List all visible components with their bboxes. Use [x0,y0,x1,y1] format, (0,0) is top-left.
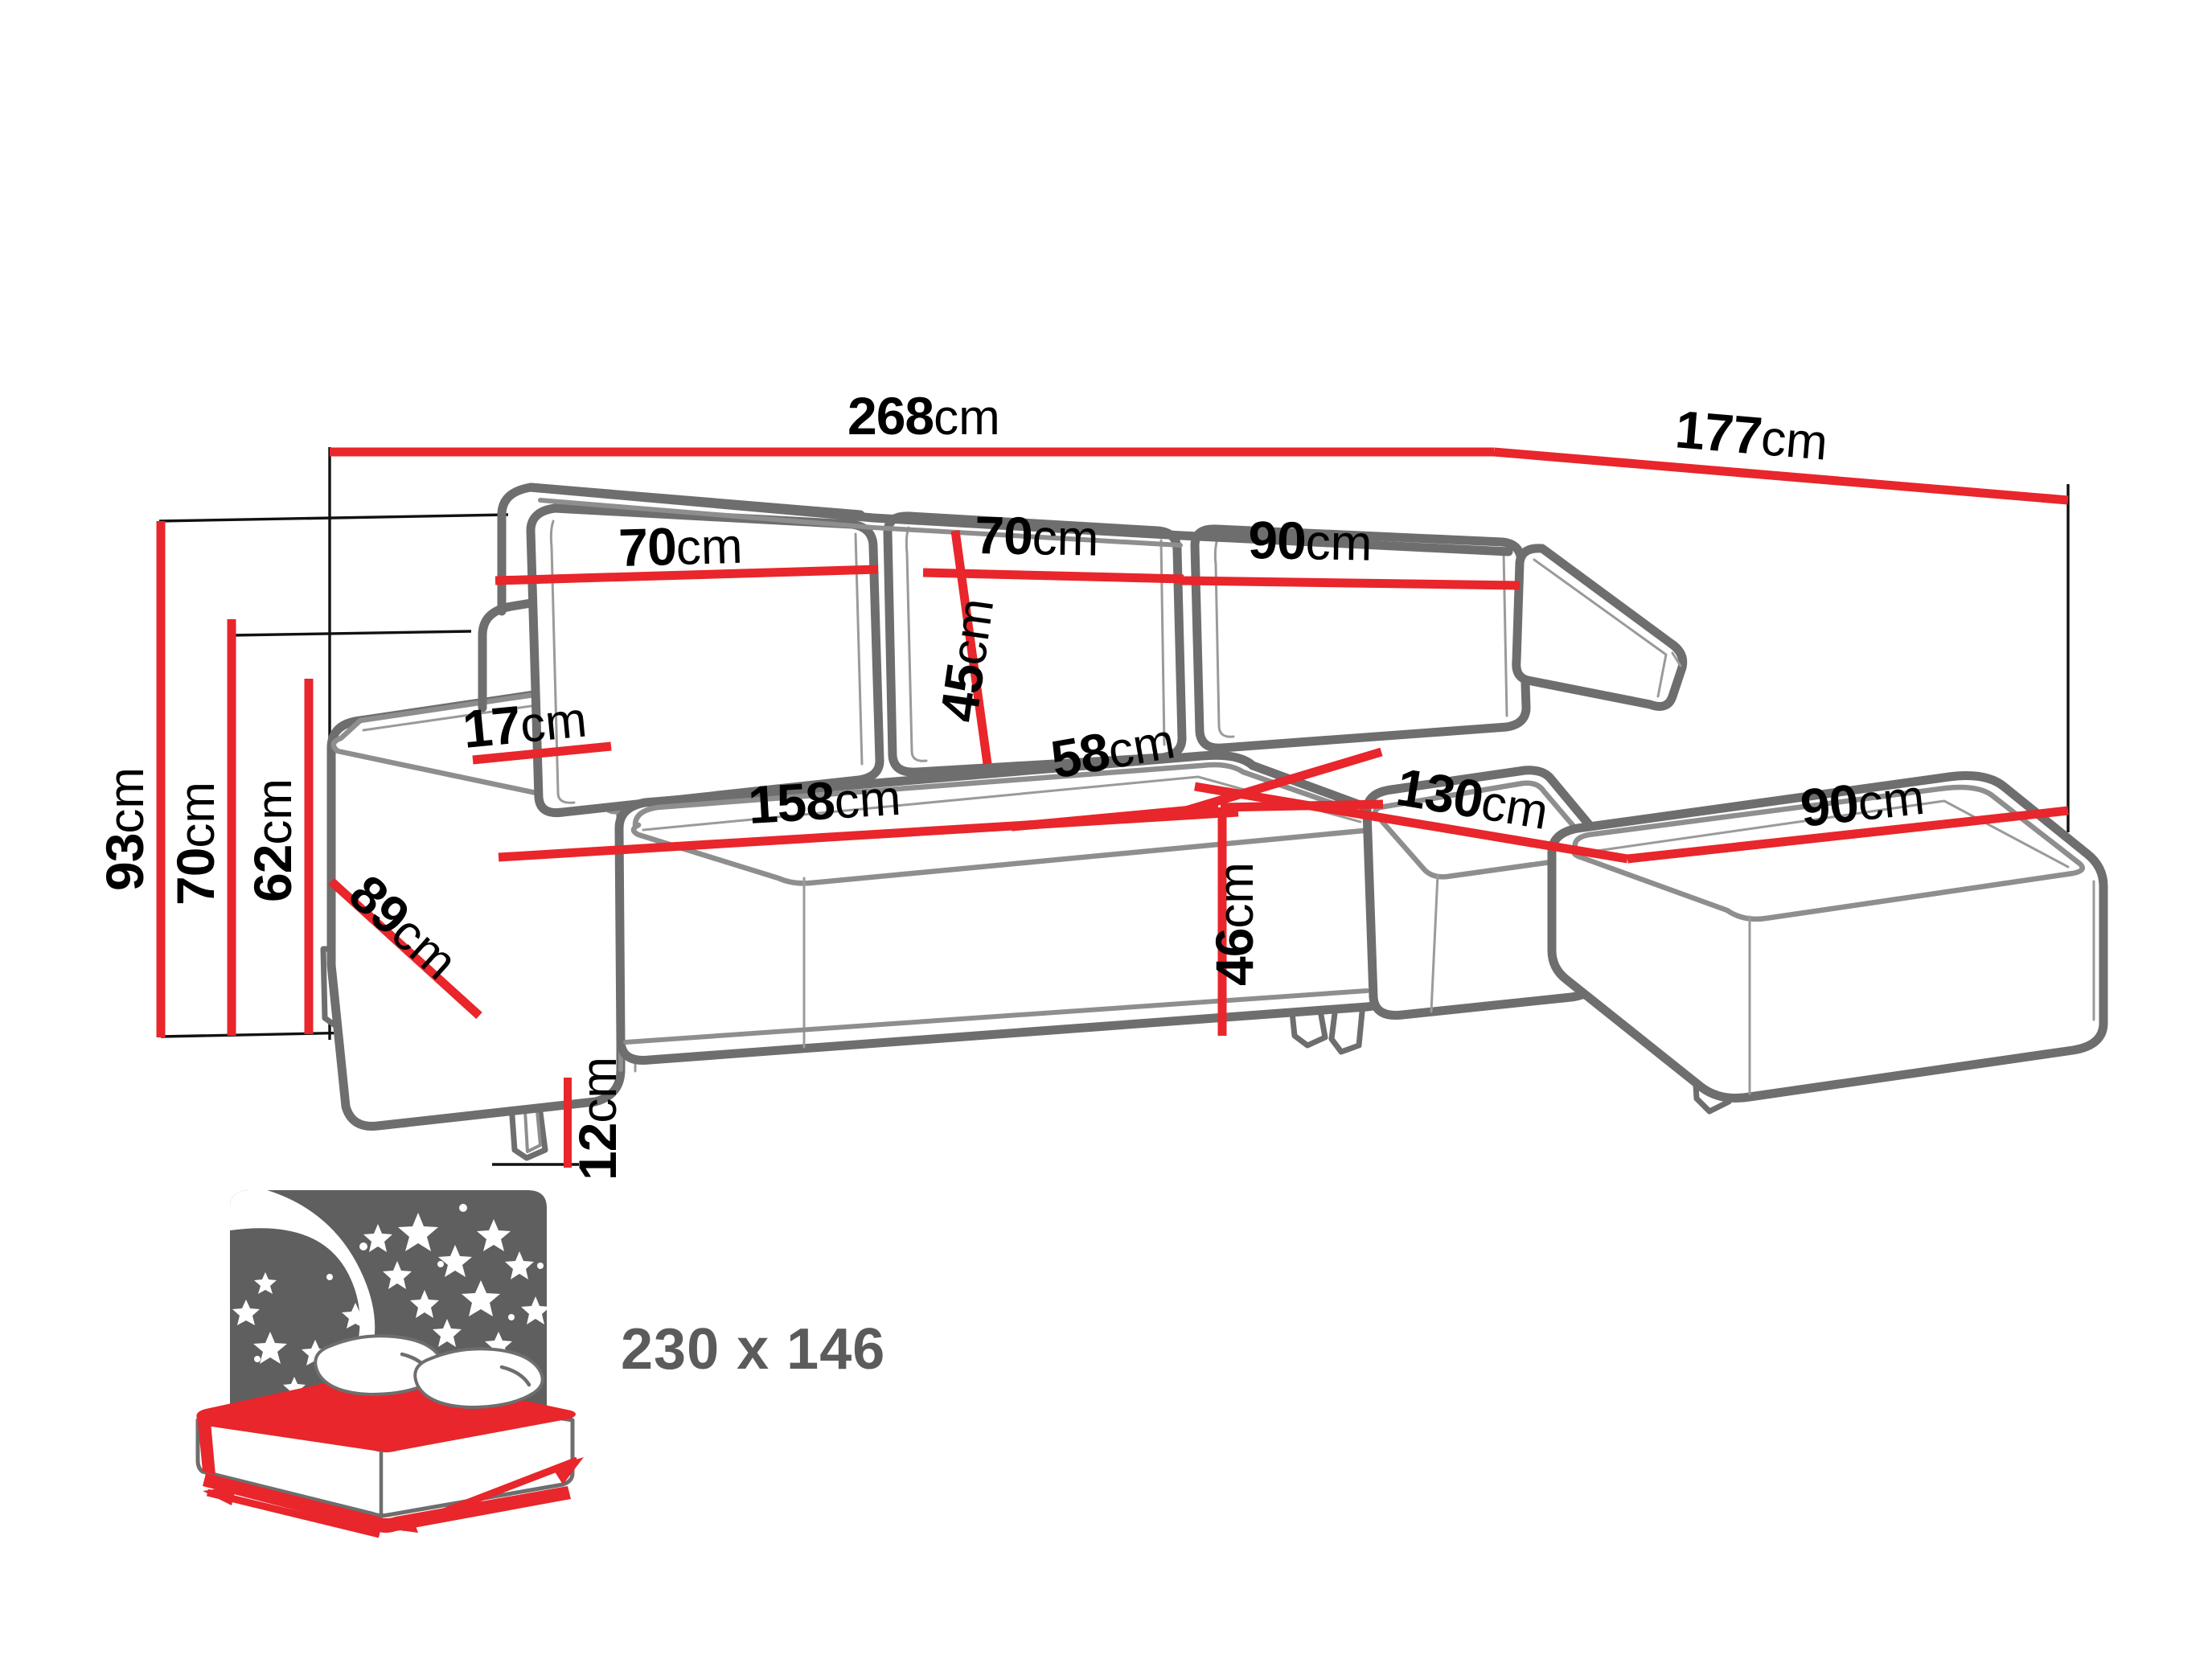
label-158cm: 158cm [746,766,902,835]
dim-line-130 [1194,782,1628,864]
dim-line-89 [328,877,482,1020]
dim-line-90-chaise [1627,806,2069,864]
pillow-right-fold [499,1365,531,1387]
dim-line-90-back [1180,576,1520,590]
label-12cm: 12cm [568,1057,627,1181]
mattress-arrowhead-left [203,1486,236,1505]
label-130cm: 130cm [1393,757,1553,840]
backrest-cushion-3-seam [1213,537,1235,738]
chaise-top-crease [1584,799,2070,869]
pillow-right [413,1347,544,1409]
chaise-back-rest-seam2 [1671,651,1682,667]
sleeping-area-icon: 230 x 146 [195,1190,885,1538]
dimension-lines [156,447,2069,1168]
label-70cm-height: 70cm [166,782,225,905]
sleeping-area-label: 230 x 146 [621,1317,885,1382]
label-177cm: 177cm [1673,399,1830,471]
dim-line-58-lower [1011,803,1219,832]
label-62cm: 62cm [243,778,302,902]
back-top-rail [526,483,1513,556]
back-panel-left-top [478,579,653,640]
dim-line-70-left [495,565,879,585]
label-70cm-backrest-left: 70cm [618,515,743,577]
label-58cm: 58cm [1047,709,1180,790]
dimension-labels: 268cm 177cm 93cm 70cm 62cm 12cm 70cm 70c… [95,386,1927,1181]
sofa-illustration [320,483,2108,1161]
backrest-cushion-1 [526,503,884,818]
label-90cm-backrest: 90cm [1248,510,1373,572]
backrest-cushion-3-seam-r [1502,550,1508,717]
mattress-arrowhead-right [552,1457,584,1484]
chaise-back-rest [1512,544,1688,711]
ext-line-top-back [158,513,509,523]
dim-line-58-top [1179,747,1383,817]
dim-line-70-mid [922,568,1184,584]
dim-line-17 [472,741,612,765]
corner-seat-seam [1430,873,1439,1013]
backrest-cushion-2-seam [905,526,928,762]
back-frame-left-corner [497,483,536,519]
label-268cm: 268cm [847,386,1000,446]
label-17cm: 17cm [460,688,589,759]
mattress-arrow-front [206,1489,381,1538]
dim-line-45 [950,530,992,765]
main-seat-front-edge [623,988,1369,1045]
label-70cm-backrest-mid: 70cm [975,505,1099,567]
back-top-rail-2 [538,498,1183,548]
chaise-back-rest-seam [1533,558,1668,698]
ext-line-arm-top [231,630,472,637]
mattress-arrowhead-bottom [394,1515,418,1533]
backrest-cushion-1-seam [549,519,576,804]
crescent-moon-icon [230,1190,376,1417]
label-45cm: 45cm [929,594,1005,725]
dim-line-177 [1493,447,2069,505]
label-46cm: 46cm [1204,862,1264,986]
mattress-red-wrap-left [198,1420,215,1475]
mattress-red-lip [203,1473,571,1533]
mattress-dimension-arrows [203,1456,584,1538]
label-90cm-chaise: 90cm [1798,766,1927,838]
mattress-arrow-side [400,1456,579,1532]
label-93cm: 93cm [95,767,154,891]
